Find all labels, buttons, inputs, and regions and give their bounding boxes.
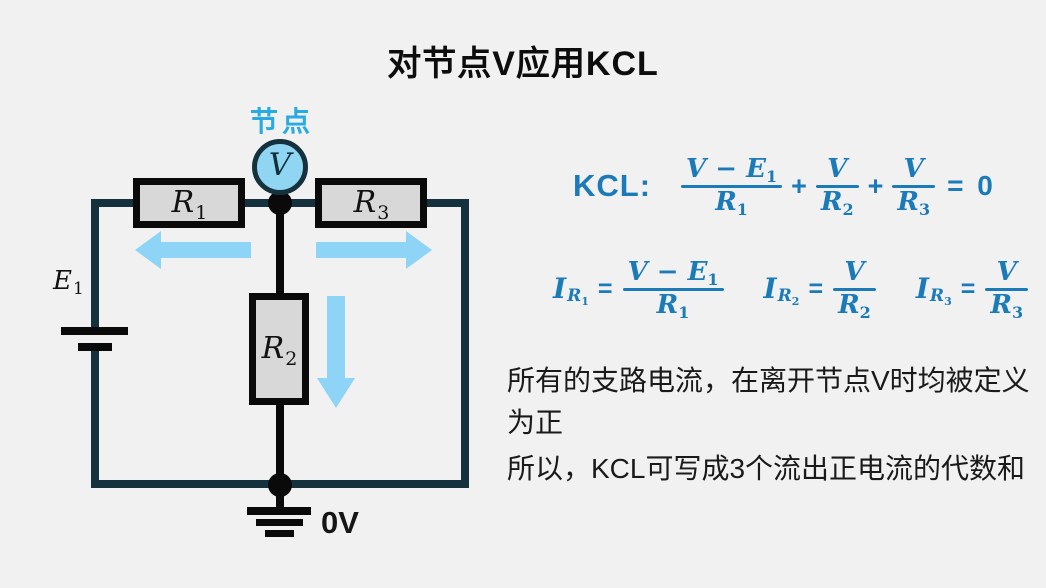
battery-plate-long: [61, 327, 128, 335]
kcl-term-1: V − E1 R1: [681, 154, 783, 219]
note-line-2: 为正: [507, 407, 564, 438]
ground-bar-3: [265, 530, 294, 537]
ground-bar-1: [247, 507, 311, 515]
resistor-r2-label: R2: [261, 331, 298, 370]
plus-operator: +: [867, 170, 884, 201]
resistor-r3-label: R3: [353, 185, 390, 224]
note-line-3: 所以，KCL可写成3个流出正电流的代数和: [507, 453, 1026, 484]
kcl-term-3: V R3: [892, 154, 936, 219]
current-arrow-left-icon: [135, 231, 251, 269]
notes-text: 所有的支路电流，在离开节点V时均被定义 为正 所以，KCL可写成3个流出正电流的…: [507, 360, 1046, 490]
current-arrow-down-icon: [317, 296, 355, 408]
bottom-junction-dot: [268, 473, 292, 497]
wire-right: [461, 199, 469, 488]
node-voltage-circle: V: [252, 139, 308, 195]
source-label: E1: [53, 266, 84, 299]
equals-zero: = 0: [947, 170, 996, 202]
resistor-r1-label: R1: [171, 185, 208, 224]
battery-plate-short: [78, 343, 112, 351]
note-line-1: 所有的支路电流，在离开节点V时均被定义: [507, 365, 1030, 396]
wire-left-lower: [91, 350, 99, 488]
resistor-r3: R3: [315, 178, 427, 228]
ground-bar-2: [256, 519, 303, 526]
kcl-term-2: V R2: [815, 154, 859, 219]
kcl-equation: KCL: V − E1 R1 + V R2 + V R3 = 0: [573, 154, 996, 219]
plus-operator: +: [791, 170, 807, 201]
kcl-label: KCL:: [573, 168, 652, 204]
current-arrow-right-icon: [316, 231, 432, 269]
resistor-r1: R1: [133, 178, 245, 228]
source-symbol: E: [53, 266, 72, 296]
ground-voltage-label: 0V: [321, 505, 359, 540]
page-title: 对节点V应用KCL: [387, 45, 659, 83]
node-junction-dot: [268, 191, 292, 215]
wire-left-upper: [91, 199, 99, 327]
resistor-r2: R2: [249, 293, 309, 405]
node-voltage-symbol: V: [268, 147, 292, 183]
source-subscript: 1: [72, 279, 84, 299]
node-label: 节点: [250, 106, 315, 137]
